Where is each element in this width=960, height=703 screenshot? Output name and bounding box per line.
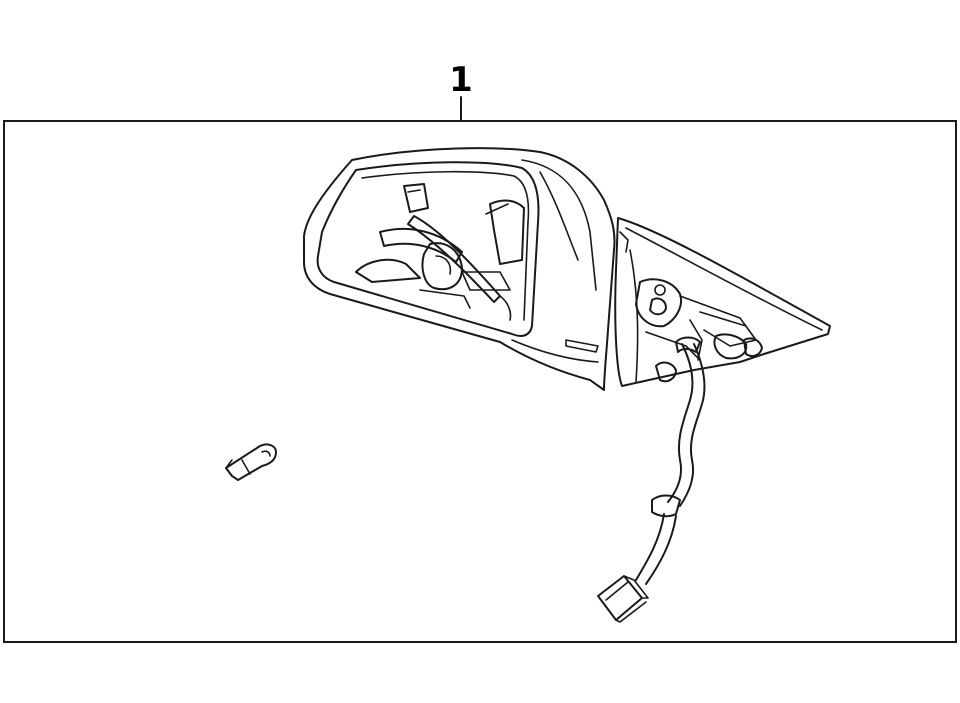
mirror-assembly-icon[interactable] bbox=[303, 147, 831, 391]
connector-plug-icon[interactable] bbox=[597, 575, 649, 623]
wiring-harness-icon[interactable] bbox=[635, 336, 706, 585]
clip-fastener-icon[interactable] bbox=[225, 443, 277, 481]
callout-number-1[interactable]: 1 bbox=[449, 60, 473, 100]
assembly-frame bbox=[3, 120, 957, 643]
